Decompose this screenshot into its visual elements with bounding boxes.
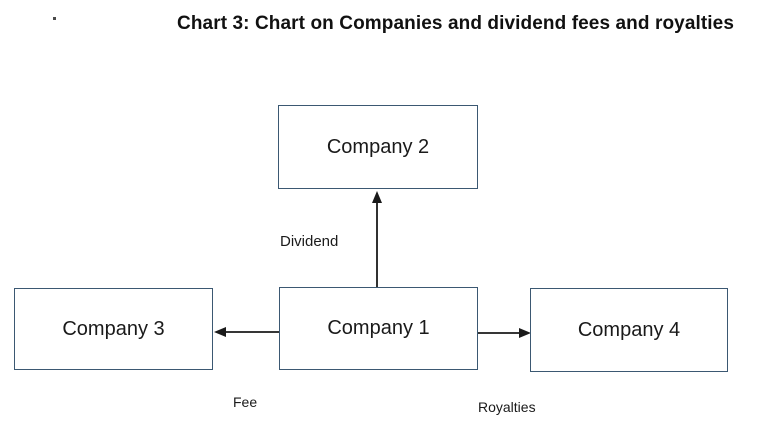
edge-label-dividend: Dividend: [280, 233, 339, 250]
node-company-3-label: Company 3: [62, 317, 165, 340]
node-company-2-label: Company 2: [326, 135, 430, 158]
edge-label-royalties: Royalties: [478, 399, 536, 415]
royalties-arrow: [478, 328, 531, 338]
dividend-arrow: [372, 191, 382, 287]
fee-arrow: [214, 327, 279, 337]
edge-label-fee: Fee: [233, 394, 258, 410]
node-company-4: Company 4: [530, 288, 728, 372]
node-company-4-label: Company 4: [577, 318, 681, 341]
node-company-1-label: Company 1: [327, 317, 430, 339]
node-company-1: Company 1: [279, 287, 478, 370]
page-title: Chart 3: Chart on Companies and dividend…: [177, 13, 735, 34]
node-company-2: Company 2: [278, 105, 478, 189]
node-company-3: Company 3: [14, 288, 213, 370]
stray-dot-artifact: [53, 17, 56, 20]
